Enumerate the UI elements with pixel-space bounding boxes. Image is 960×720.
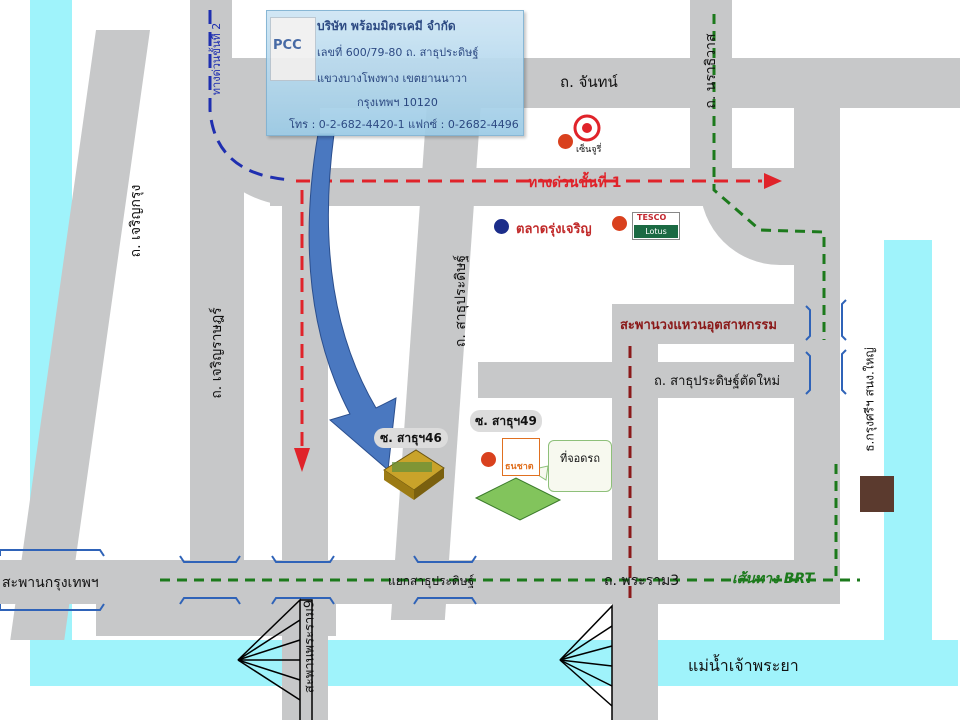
road-industrial-vertical — [612, 304, 658, 720]
sunlight-logo-icon — [573, 114, 601, 142]
thanachart-dot-icon — [481, 452, 496, 467]
bridge-krungthep-bracket-top — [0, 549, 105, 557]
company-building-icon — [383, 449, 445, 500]
thanachart-logo: ธนชาต — [502, 438, 540, 476]
tesco-logo-bottom: Lotus — [634, 225, 678, 238]
bridge-marker-2 — [179, 597, 241, 605]
rama3-bridge-truss — [237, 598, 313, 720]
parking-label: ที่จอดรถ — [559, 452, 600, 465]
parking-area-icon — [474, 477, 562, 521]
bridge-marker-8 — [805, 351, 811, 395]
label-sathupradit-new: ถ. สาธุประดิษฐ์ตัดใหม่ — [654, 374, 781, 389]
label-sathupradit: ถ. สาธุประดิษฐ์ — [453, 254, 469, 348]
label-rama3-bridge: สะพานพระราม9 — [302, 599, 318, 694]
bridge-krungthep-bracket-bottom — [0, 603, 105, 611]
tesco-logo-top: TESCO — [637, 213, 667, 222]
road-naradhiwas — [690, 0, 732, 200]
bridge-marker-10 — [841, 349, 847, 395]
label-krungthep-bridge: สะพานกรุงเทพฯ — [2, 575, 99, 591]
market-dot-icon — [494, 219, 509, 234]
road-charoenrat — [190, 110, 244, 630]
bridge-marker-7 — [805, 305, 811, 341]
river-bottom — [30, 640, 958, 686]
sunlight-dot-icon — [558, 134, 573, 149]
label-market: ตลาดรุ่งเจริญ — [516, 222, 592, 237]
bridge-marker-9 — [841, 299, 847, 341]
company-name: บริษัท พร้อมมิตรเคมี จำกัด — [317, 19, 456, 33]
label-rama3: ถ. พระราม3 — [604, 573, 680, 589]
industrial-bridge-truss — [559, 604, 613, 720]
company-phone: โทร : 0-2-682-4420-1 แฟกซ์ : 0-2682-4496 — [289, 118, 519, 131]
label-charoenkrung: ถ. เจริญกรุง — [128, 184, 144, 258]
label-charoenrat: ถ. เจริญราษฎร์ — [209, 307, 225, 399]
label-soi49: ซ. สาธุฯ49 — [470, 410, 542, 432]
road-rama3 — [0, 560, 840, 604]
company-address-line3: กรุงเทพฯ 10120 — [357, 96, 438, 109]
company-address-line1: เลขที่ 600/79-80 ถ. สาธุประดิษฐ์ — [317, 46, 479, 59]
label-industrial-ring: สะพานวงแหวนอุตสาหกรรม — [620, 318, 777, 333]
label-sunlight: เซ็นจูรี่ — [576, 145, 602, 155]
label-naradhiwas: ถ. นราธิวาส — [703, 33, 719, 109]
tesco-lotus-logo: TESCO Lotus — [632, 212, 680, 240]
company-address-line2: แขวงบางโพงพาง เขตยานนาวา — [317, 72, 468, 85]
bridge-marker-1 — [179, 555, 241, 563]
label-bank-branch: ธ.กรุงศรีฯ สนง.ใหญ่ — [862, 347, 877, 452]
label-expressway2: ทางด่วนขั้นที่ 2 — [210, 22, 223, 96]
company-pointer-arrow — [308, 133, 397, 471]
bridge-marker-6 — [413, 597, 477, 605]
bank-logo-icon — [860, 476, 894, 512]
river-right — [884, 240, 932, 686]
bridge-marker-4 — [271, 597, 335, 605]
label-expressway1: ทางด่วนขั้นที่ 1 — [528, 175, 622, 191]
thanachart-logo-text: ธนชาต — [505, 462, 534, 472]
label-river: แม่น้ำเจ้าพระยา — [688, 656, 799, 675]
expressway1-arrow-head — [764, 173, 782, 189]
pcc-logo-text: PCC — [273, 38, 302, 53]
pcc-logo: PCC — [270, 17, 316, 81]
center-down-arrow-head — [294, 448, 310, 472]
expressway2-route-line — [208, 10, 293, 182]
label-soi46: ซ. สาธุฯ46 — [374, 428, 448, 448]
company-info-card: PCC บริษัท พร้อมมิตรเคมี จำกัด เลขที่ 60… — [266, 10, 524, 136]
bridge-marker-5 — [413, 555, 477, 563]
bridge-marker-3 — [271, 555, 335, 563]
parking-callout: ที่จอดรถ — [548, 440, 612, 492]
tesco-dot-icon — [612, 216, 627, 231]
label-brt: เส้นทาง BRT — [732, 571, 815, 587]
label-junction: แยกสาธุประดิษฐ์ — [388, 574, 475, 588]
label-chan: ถ. จันทน์ — [560, 73, 618, 91]
road-rama3-lower — [96, 600, 336, 636]
